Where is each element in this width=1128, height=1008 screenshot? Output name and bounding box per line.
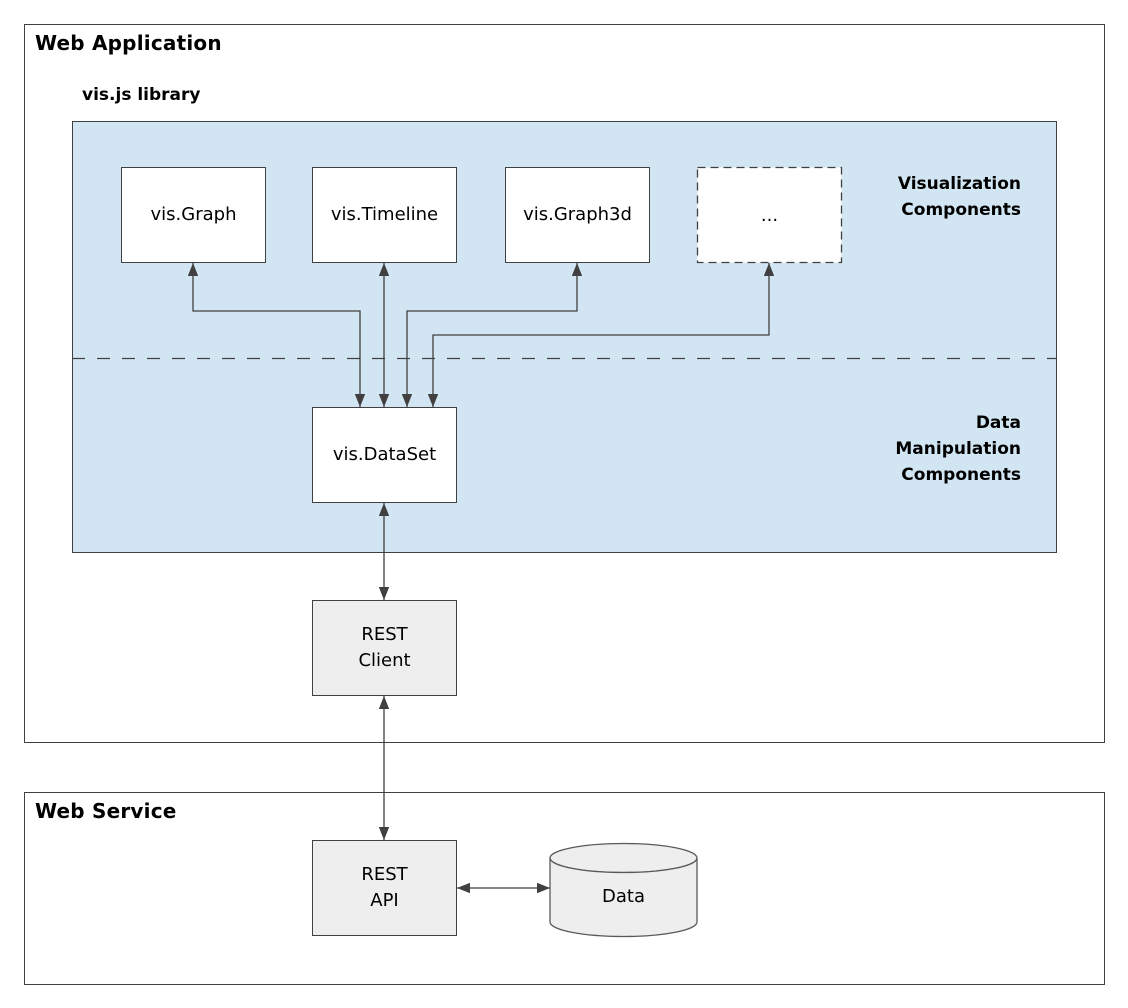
vis-timeline-box: vis.Timeline: [312, 167, 457, 263]
label-line: Components: [901, 200, 1021, 220]
vis-dataset-label: vis.DataSet: [332, 444, 437, 465]
vis-graph3d-label: vis.Graph3d: [523, 204, 632, 225]
arrow-graph-dataset: [187, 263, 366, 407]
label-line: Manipulation: [895, 439, 1021, 459]
rest-client-label-line: Client: [358, 650, 411, 671]
arrow-ellipsis-dataset: [427, 263, 775, 407]
vis-dataset-box: vis.DataSet: [312, 407, 457, 503]
vis-timeline-label: vis.Timeline: [330, 204, 439, 225]
ellipsis-box-border: [696, 166, 843, 264]
data-manipulation-components-label: Data Manipulation Components: [895, 410, 1021, 488]
vis-graph-label: vis.Graph: [150, 204, 237, 225]
rest-api-box: REST API: [312, 840, 457, 936]
visualization-components-label: Visualization Components: [898, 171, 1021, 223]
label-line: Visualization: [897, 174, 1021, 194]
web-application-title: Web Application: [35, 31, 222, 55]
rest-client-box: REST Client: [312, 600, 457, 696]
label-line: Data: [975, 413, 1021, 433]
vis-graph-box: vis.Graph: [121, 167, 266, 263]
ellipsis-box-label: ...: [760, 204, 779, 226]
label-line: Components: [901, 465, 1021, 485]
rest-api-label-line: API: [370, 890, 399, 911]
web-service-title: Web Service: [35, 799, 177, 823]
visjs-library-title: vis.js library: [82, 85, 201, 105]
rest-client-label-line: REST: [361, 624, 408, 645]
rest-api-label-line: REST: [361, 864, 408, 885]
data-store-label: Data: [602, 885, 645, 907]
vis-graph3d-box: vis.Graph3d: [505, 167, 650, 263]
data-cylinder-icon: [549, 842, 698, 938]
